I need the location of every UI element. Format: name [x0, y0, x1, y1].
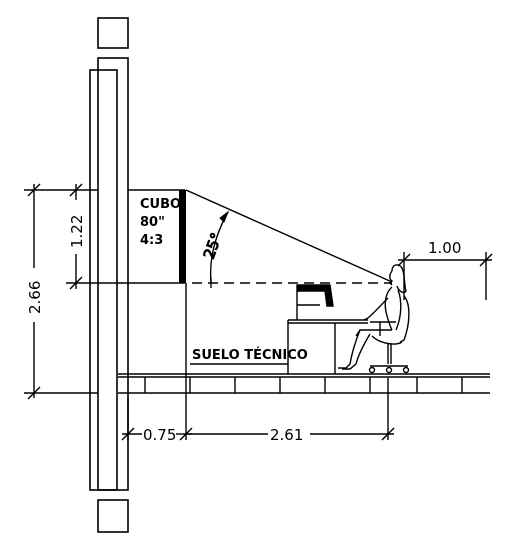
- dim-screen-tick-top: [69, 183, 83, 197]
- dimension-eye-offset: 1.00: [397, 239, 493, 300]
- dim-wall-to-screen-label: 0.75: [143, 426, 176, 444]
- floor-label-group: SUELO TÉCNICO: [190, 347, 308, 365]
- keyboard-monitor: [296, 284, 334, 307]
- column-inner-panel: [89, 69, 118, 491]
- chair-seat: [371, 335, 403, 345]
- dim-tick-viewer: [381, 427, 395, 441]
- chair-caster: [385, 366, 393, 374]
- dim-total-height-label: 2.66: [26, 281, 44, 314]
- operator-torso: [384, 286, 393, 331]
- operator-second-leg: [342, 333, 371, 370]
- dim-total-tick-bottom: [27, 386, 41, 400]
- dim-eye-tick-right: [479, 253, 493, 267]
- seated-operator-figure: [338, 264, 407, 370]
- video-cube: CUBO 80" 4:3: [128, 189, 187, 374]
- dimension-total-height: 2.66: [24, 183, 98, 400]
- viewing-angle-label: 25°: [200, 230, 226, 261]
- column-bottom-cap: [97, 499, 129, 533]
- office-chair: [368, 295, 410, 374]
- dim-eye-tick-left: [397, 253, 411, 267]
- dim-screen-height-label: 1.22: [68, 215, 86, 248]
- cube-name-line-3: 4:3: [140, 233, 163, 248]
- chair-caster: [368, 366, 376, 374]
- screen-surface: [179, 190, 186, 283]
- dimension-horizontal: 0.75 2.61: [121, 374, 395, 444]
- operator-desk: [287, 284, 368, 374]
- chair-backrest: [399, 295, 410, 343]
- column-top-cap: [97, 17, 129, 49]
- dim-total-tick-top: [27, 183, 41, 197]
- wall-column: [89, 17, 129, 533]
- operator-face: [389, 270, 394, 286]
- dimension-screen-height: 1.22: [66, 183, 128, 290]
- cube-name-line-1: CUBO: [140, 197, 181, 212]
- operator-thigh: [355, 329, 392, 337]
- dim-screen-tick-bottom: [69, 276, 83, 290]
- raised-floor: [118, 373, 490, 394]
- sight-line-top: [185, 189, 393, 283]
- viewing-angle-arrowhead: [219, 210, 230, 223]
- cube-name-line-2: 80": [140, 215, 165, 230]
- operator-back: [395, 289, 402, 331]
- dim-tick-screen: [179, 427, 193, 441]
- sight-lines: 25°: [185, 189, 393, 288]
- operator-lower-leg: [338, 329, 361, 369]
- dim-screen-to-viewer-label: 2.61: [270, 426, 303, 444]
- dim-tick-wall: [121, 427, 135, 441]
- column-body: [97, 57, 129, 491]
- floor-tile-joints: [144, 377, 463, 393]
- chair-caster: [402, 366, 410, 374]
- floor-label: SUELO TÉCNICO: [192, 347, 308, 363]
- dim-eye-offset-label: 1.00: [428, 239, 461, 257]
- operator-arm: [363, 297, 389, 321]
